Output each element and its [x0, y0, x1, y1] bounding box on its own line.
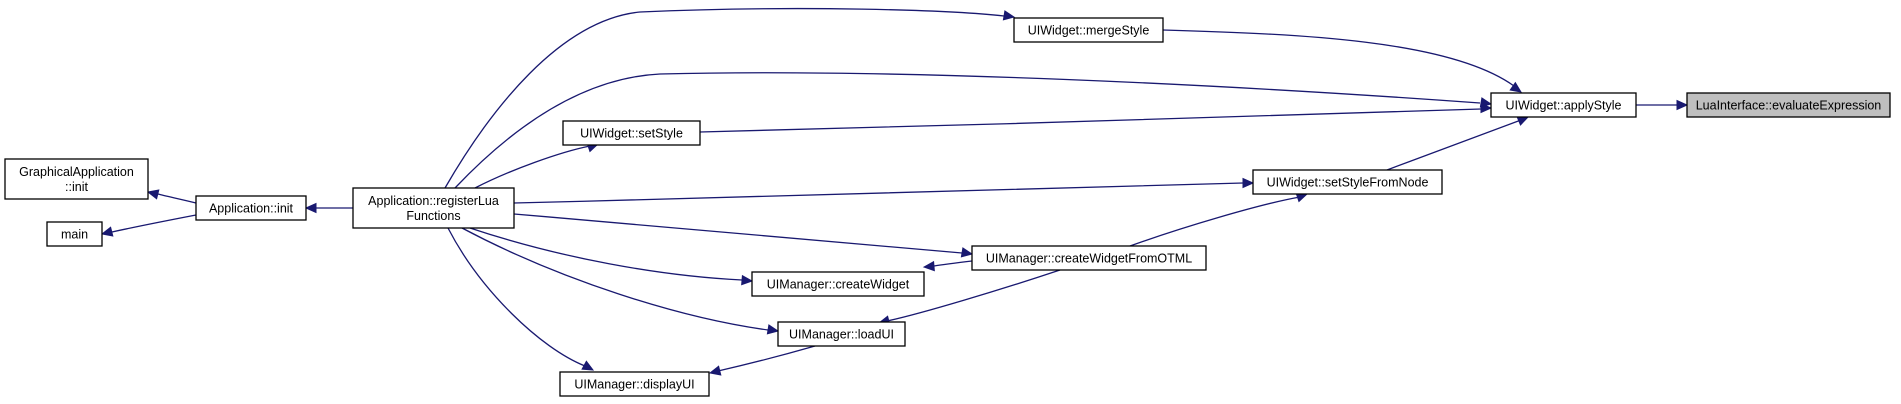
node-label: Application::registerLua [368, 194, 499, 208]
node-label: UIManager::createWidgetFromOTML [986, 252, 1192, 266]
node-box [1013, 17, 1164, 43]
arrowhead-icon [708, 365, 722, 376]
node-main[interactable]: main [46, 221, 103, 247]
node-label: UIManager::displayUI [574, 378, 694, 392]
node-label: Functions [406, 209, 460, 223]
node-createWidgetFromOTML[interactable]: UIManager::createWidgetFromOTML [971, 245, 1207, 271]
node-box [562, 120, 701, 146]
node-mergeStyle[interactable]: UIWidget::mergeStyle [1013, 17, 1164, 43]
arrowhead-icon [922, 260, 935, 272]
node-loadUI[interactable]: UIManager::loadUI [777, 321, 906, 347]
node-box [751, 271, 925, 297]
arrowhead-icon [766, 324, 780, 335]
node-displayUI[interactable]: UIManager::displayUI [559, 371, 710, 397]
node-box [777, 321, 906, 347]
arrowhead-icon [146, 189, 160, 200]
edge-line [111, 214, 197, 233]
edges [100, 7, 1689, 376]
arrowhead-icon [741, 274, 754, 286]
edge-registerLua-to-applyStyle [454, 72, 1493, 189]
edge-line [886, 269, 1061, 322]
edge-line [454, 72, 1481, 189]
node-label: GraphicalApplication [19, 165, 134, 179]
node-label: main [61, 228, 88, 242]
node-createWidget[interactable]: UIManager::createWidget [751, 271, 925, 297]
arrowhead-icon [100, 226, 114, 237]
node-label: UIWidget::setStyleFromNode [1267, 176, 1429, 190]
arrowhead-icon [1002, 10, 1016, 21]
node-box [46, 221, 103, 247]
node-setStyle[interactable]: UIWidget::setStyle [562, 120, 701, 146]
edge-registerLua-to-createWidgetFromOTML [513, 213, 974, 258]
edge-line [461, 227, 769, 331]
nodes: LuaInterface::evaluateExpressionUIWidget… [4, 17, 1891, 397]
edge-registerLua-to-setStyleFromNode [513, 177, 1255, 204]
edge-line [699, 108, 1482, 133]
node-label: Application::init [209, 202, 294, 216]
node-evaluate[interactable]: LuaInterface::evaluateExpression [1686, 92, 1891, 118]
edge-setStyle-to-applyStyle [699, 102, 1493, 133]
node-box [4, 158, 149, 200]
arrowhead-icon [1676, 99, 1689, 111]
edge-createWidgetFromOTML-to-setStyleFromNode [1129, 192, 1309, 247]
edge-loadUI-to-displayUI [708, 345, 816, 376]
edge-line [513, 213, 963, 254]
node-box [352, 187, 515, 229]
edge-registerLua-to-createWidget [469, 227, 754, 286]
node-applyStyle[interactable]: UIWidget::applyStyle [1490, 92, 1637, 118]
edge-line [447, 227, 586, 367]
node-box [1252, 169, 1443, 195]
edge-line [157, 193, 197, 204]
arrowhead-icon [960, 247, 974, 258]
edge-appInit-to-graphicalInit [146, 189, 197, 204]
node-box [1490, 92, 1637, 118]
node-label: UIWidget::applyStyle [1505, 99, 1621, 113]
arrowhead-icon [1242, 177, 1255, 189]
edge-line [1386, 119, 1522, 171]
edge-line [1129, 196, 1301, 247]
arrowhead-icon [304, 202, 317, 214]
edge-line [717, 345, 816, 372]
edge-setStyleFromNode-to-applyStyle [1386, 116, 1530, 171]
arrowhead-icon [1516, 116, 1530, 126]
node-label: UIWidget::setStyle [580, 127, 683, 141]
node-label: LuaInterface::evaluateExpression [1696, 99, 1882, 113]
edge-line [469, 227, 743, 281]
edge-line [933, 260, 973, 267]
edge-createWidgetFromOTML-to-createWidget [922, 260, 973, 272]
edge-line [1162, 29, 1515, 87]
arrowhead-icon [581, 360, 595, 371]
node-label: UIManager::loadUI [789, 328, 894, 342]
node-box [195, 195, 307, 221]
node-box [1686, 92, 1891, 118]
edge-line [513, 182, 1244, 204]
edge-line [474, 145, 591, 189]
edge-applyStyle-to-evaluate [1636, 99, 1689, 111]
arrowhead-icon [1509, 81, 1523, 93]
edge-line [444, 7, 1005, 189]
node-appInit[interactable]: Application::init [195, 195, 307, 221]
node-graphicalInit[interactable]: GraphicalApplication::init [4, 158, 149, 200]
edge-mergeStyle-to-applyStyle [1162, 29, 1523, 93]
edge-registerLua-to-mergeStyle [444, 7, 1016, 189]
node-box [559, 371, 710, 397]
node-box [971, 245, 1207, 271]
edge-registerLua-to-appInit [304, 202, 353, 214]
node-setStyleFromNode[interactable]: UIWidget::setStyleFromNode [1252, 169, 1443, 195]
node-label: UIWidget::mergeStyle [1028, 24, 1150, 38]
edge-registerLua-to-setStyle [474, 142, 600, 189]
node-label: UIManager::createWidget [767, 278, 910, 292]
edge-registerLua-to-displayUI [447, 227, 595, 371]
arrowhead-icon [1479, 97, 1493, 108]
edge-appInit-to-main [100, 214, 197, 237]
edge-registerLua-to-loadUI [461, 227, 780, 335]
node-label: ::init [65, 180, 88, 194]
